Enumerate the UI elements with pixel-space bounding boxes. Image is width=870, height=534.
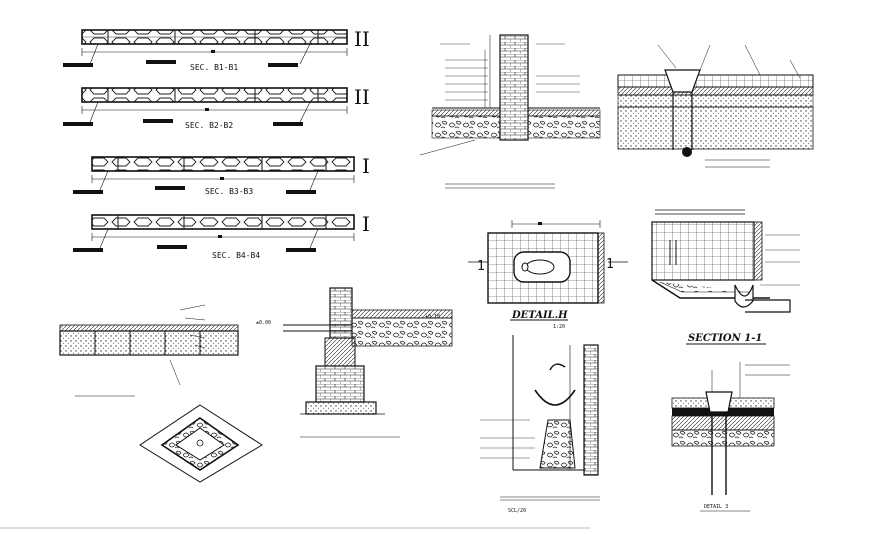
detail-h-marker-right: 1 bbox=[606, 257, 614, 272]
floor-drain-detail bbox=[617, 44, 814, 168]
section-1-1-title: SECTION 1-1 bbox=[688, 333, 762, 344]
section-1-1: SECTION 1-1 bbox=[651, 209, 800, 345]
level-mark-b: ±0.00 bbox=[256, 320, 271, 326]
isometric-pit bbox=[139, 404, 263, 483]
foundation-section: +0.10 ±0.00 bbox=[256, 287, 453, 438]
detail-3-title: DETAIL 3 bbox=[704, 504, 728, 510]
section-b4-label: SEC. B4-B4 bbox=[212, 251, 260, 260]
basin-scale: SCL/20 bbox=[508, 508, 526, 514]
section-b4-marker: I bbox=[362, 212, 370, 236]
section-b3-marker: I bbox=[362, 154, 370, 178]
section-b3: SEC. B3-B3 I bbox=[73, 154, 370, 196]
detail-h-title: DETAIL.H bbox=[511, 310, 568, 321]
floor-slab-detail bbox=[59, 304, 239, 397]
section-b3-label: SEC. B3-B3 bbox=[205, 187, 253, 196]
level-mark-a: +0.10 bbox=[425, 314, 440, 320]
drain-detail-small: DETAIL 3 bbox=[671, 362, 790, 512]
section-b4: SEC. B4-B4 I bbox=[73, 212, 370, 260]
section-b1: SEC. B1-B1 II bbox=[63, 27, 370, 72]
wall-footing-detail bbox=[419, 34, 601, 189]
section-b1-label: SEC. B1-B1 bbox=[190, 63, 238, 72]
detail-h-scale: 1:20 bbox=[553, 324, 565, 330]
section-b1-marker: II bbox=[354, 27, 370, 51]
section-b2-label: SEC. B2-B2 bbox=[185, 121, 233, 130]
section-b2: SEC. B2-B2 II bbox=[63, 85, 370, 130]
detail-h-plan: 1 1 DETAIL.H 1:20 bbox=[468, 220, 628, 330]
detail-h-marker-left: 1 bbox=[477, 259, 485, 274]
section-b2-marker: II bbox=[354, 85, 370, 109]
wash-basin-section: SCL/20 bbox=[480, 335, 600, 514]
